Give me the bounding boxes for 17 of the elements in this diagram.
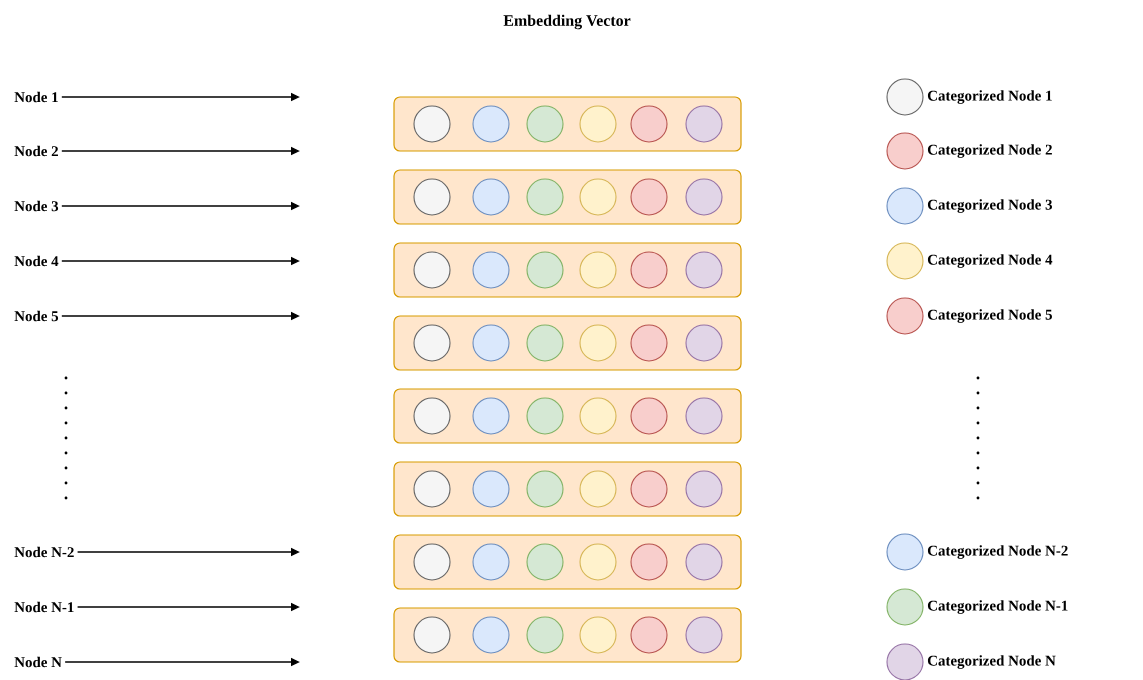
- legend-label: Categorized Node 3: [927, 199, 1052, 213]
- legend-label: Categorized Node N: [927, 655, 1056, 669]
- legend-label: Categorized Node 1: [927, 90, 1052, 104]
- node-label: Node 4: [14, 255, 59, 267]
- legend-label: Categorized Node N-1: [927, 600, 1068, 614]
- legend-label: Categorized Node 2: [927, 144, 1052, 158]
- node-label: Node N-2: [14, 546, 74, 558]
- node-label: Node N-1: [14, 601, 74, 613]
- node-label: Node 2: [14, 145, 58, 157]
- legend-label: Categorized Node 5: [927, 309, 1052, 323]
- node-label: Node N: [14, 656, 62, 668]
- node-label: Node 1: [14, 91, 58, 103]
- node-label: Node 3: [14, 200, 59, 212]
- legend-label: Categorized Node N-2: [927, 545, 1068, 559]
- title: Embedding Vector: [503, 14, 631, 30]
- node-label: Node 5: [14, 310, 59, 322]
- legend-label: Categorized Node 4: [927, 254, 1053, 268]
